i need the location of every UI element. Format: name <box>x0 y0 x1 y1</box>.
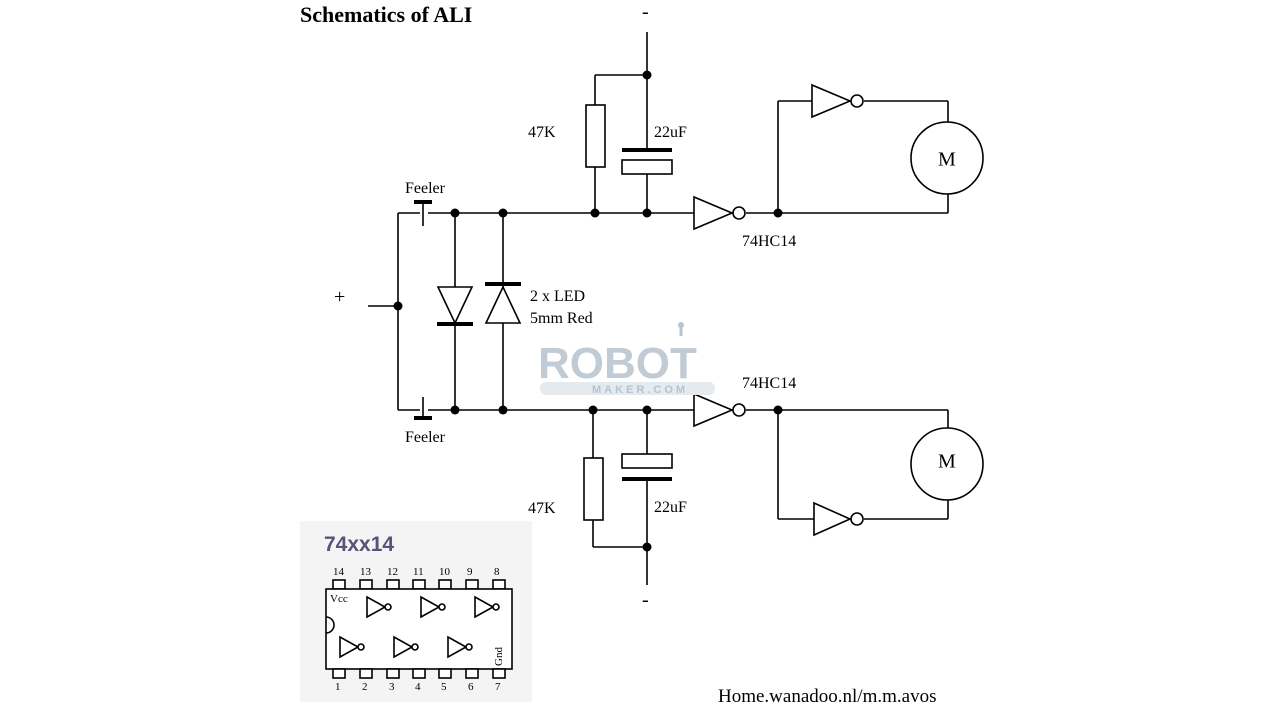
plus-sign: + <box>334 286 345 308</box>
chip-pin-13: 13 <box>360 566 372 578</box>
chip-pin-9: 9 <box>467 566 473 578</box>
chip-pin-8: 8 <box>494 566 500 578</box>
resistor-bottom-label: 47K <box>528 500 556 517</box>
chip-title: 74xx14 <box>324 533 394 556</box>
chip-bottom-pins <box>332 668 506 679</box>
feeler-top-label: Feeler <box>405 180 446 197</box>
chip-pin-7: 7 <box>495 681 501 693</box>
motor-top <box>910 121 984 195</box>
inverter-top-main <box>693 195 746 231</box>
inverter-bottom-main <box>693 392 746 428</box>
feeler-bottom <box>414 397 432 420</box>
chip-pin-1: 1 <box>335 681 341 693</box>
chip-gates-bottom <box>339 635 473 659</box>
wiring <box>368 32 949 585</box>
led-label-line2: 5mm Red <box>530 310 593 327</box>
ic-top-label: 74HC14 <box>742 233 796 250</box>
minus-sign-bottom: - <box>642 589 649 611</box>
resistor-bottom <box>583 457 604 521</box>
chip-pin-11: 11 <box>413 566 424 578</box>
feeler-top <box>414 200 432 226</box>
robot-head-icon <box>678 322 684 336</box>
chip-pin-4: 4 <box>415 681 421 693</box>
watermark-sub: MAKER.COM <box>592 384 688 396</box>
resistor-top-label: 47K <box>528 124 556 141</box>
chip-gnd-label: Gnd <box>493 647 505 666</box>
capacitor-top <box>621 148 673 175</box>
minus-sign-top: - <box>642 1 649 23</box>
chip-pin-3: 3 <box>389 681 395 693</box>
capacitor-bottom-label: 22uF <box>654 499 687 516</box>
motor-bottom-label: M <box>938 451 956 473</box>
resistor-top <box>585 104 606 168</box>
page-title: Schematics of ALI <box>300 2 472 27</box>
motor-bottom <box>910 427 984 501</box>
chip-vcc-label: Vcc <box>330 593 348 605</box>
chip-pin-10: 10 <box>439 566 451 578</box>
footer-source: Home.wanadoo.nl/m.m.avos <box>718 686 936 707</box>
inverter-top-motor <box>811 83 864 119</box>
robot-maker-watermark: ROBOT MAKER.COM <box>538 322 715 396</box>
chip-pinout-panel: 74xx14 14 13 12 11 10 9 8 Vcc Gnd <box>300 521 532 702</box>
inverter-bottom-motor <box>813 501 864 537</box>
watermark-sub-bar <box>540 382 715 395</box>
watermark-brand: ROBOT <box>538 339 697 388</box>
feeler-bottom-label: Feeler <box>405 429 446 446</box>
led-label-line1: 2 x LED <box>530 288 585 305</box>
motor-top-label: M <box>938 149 956 171</box>
capacitor-top-label: 22uF <box>654 124 687 141</box>
led-diode-left <box>436 286 474 326</box>
chip-pin-5: 5 <box>441 681 447 693</box>
chip-body <box>325 588 513 670</box>
junction-dots <box>393 70 783 552</box>
chip-notch <box>325 616 335 634</box>
led-diode-right <box>484 282 522 324</box>
chip-pin-14: 14 <box>333 566 345 578</box>
chip-pin-12: 12 <box>387 566 398 578</box>
chip-pin-2: 2 <box>362 681 368 693</box>
ic-bottom-label: 74HC14 <box>742 375 796 392</box>
chip-gates-top <box>366 595 500 619</box>
capacitor-bottom <box>621 453 673 481</box>
chip-pin-6: 6 <box>468 681 474 693</box>
